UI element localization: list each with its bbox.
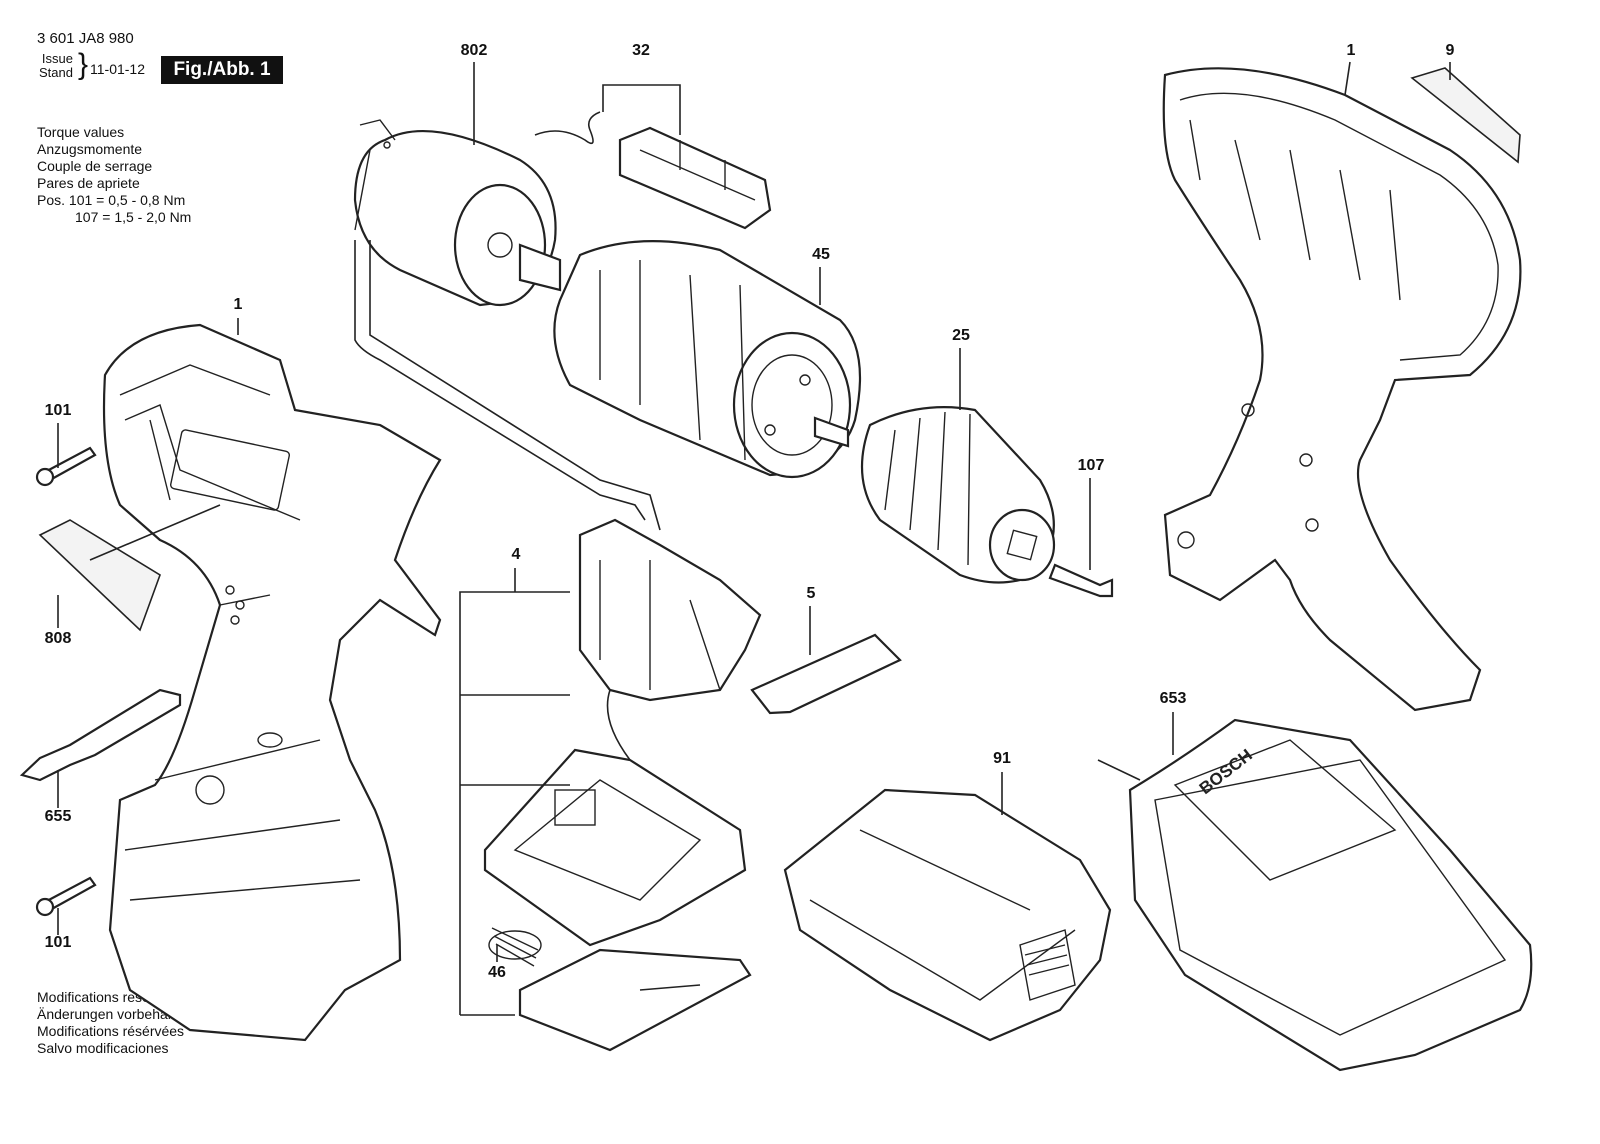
motor-part	[353, 119, 562, 307]
leader-line-1-right	[1344, 61, 1351, 96]
callout-107: 107	[1077, 457, 1105, 474]
modifications-line: Änderungen vorbehalten	[37, 1006, 191, 1022]
callout-45: 45	[812, 246, 830, 263]
spring-46-part	[488, 927, 542, 967]
callout-1-right: 1	[1346, 42, 1356, 59]
screw-107	[1048, 563, 1114, 598]
battery-plate-part	[518, 948, 752, 1052]
slide-5-part	[750, 633, 902, 715]
callout-bracket-4	[459, 591, 570, 1016]
housing-right-part	[1162, 67, 1522, 712]
callout-46: 46	[488, 964, 506, 981]
torque-line: Torque values	[37, 124, 125, 140]
callout-bracket-32	[602, 84, 681, 135]
figure-label: Fig./Abb. 1	[161, 56, 283, 84]
callout-5: 5	[806, 585, 816, 602]
callout-101-top: 101	[44, 402, 72, 419]
callout-802: 802	[460, 42, 488, 59]
leader-line-808	[57, 504, 221, 628]
issue-label-de: Stand	[39, 65, 73, 80]
callout-91: 91	[993, 750, 1011, 767]
callout-808: 808	[44, 630, 72, 647]
torque-line: Pares de apriete	[37, 175, 140, 191]
modifications-block: Modifications reserved Änderungen vorbeh…	[37, 989, 190, 1057]
callout-4: 4	[511, 546, 521, 563]
modifications-line: Modifications résérvées	[37, 1023, 185, 1039]
callout-101-bottom: 101	[44, 934, 72, 951]
battery-91-part	[783, 788, 1112, 1042]
modifications-line: Salvo modificaciones	[37, 1040, 169, 1056]
screw-101-bottom	[35, 876, 97, 917]
battery-terminal-part	[483, 748, 747, 947]
torque-line: Couple de serrage	[37, 158, 153, 174]
motor-wires	[354, 240, 661, 531]
issue-brace: }	[78, 48, 89, 81]
torque-pos-107: 107 = 1,5 - 2,0 Nm	[75, 209, 192, 225]
chuck-part	[860, 406, 1056, 584]
callout-25: 25	[952, 327, 970, 344]
housing-left-part	[102, 323, 442, 1042]
callout-653: 653	[1159, 690, 1187, 707]
charger-653-part	[1097, 718, 1533, 1072]
issue-date: 11-01-12	[90, 61, 146, 77]
torque-pos-101: Pos. 101 = 0,5 - 0,8 Nm	[37, 192, 186, 208]
document-code: 3 601 JA8 980	[37, 30, 134, 47]
bit-655-part	[19, 688, 182, 782]
screw-101-top	[35, 446, 97, 487]
issue-label-en: Issue	[41, 51, 73, 66]
torque-values-block: Torque values Anzugsmomente Couple de se…	[37, 124, 191, 226]
issue-label: Issue Stand	[39, 52, 73, 80]
callout-9: 9	[1445, 42, 1455, 59]
callout-32: 32	[632, 42, 650, 59]
callout-1-left: 1	[233, 296, 243, 313]
gearbox-part	[553, 240, 862, 479]
slide-switch-part	[534, 111, 772, 230]
torque-line: Anzugsmomente	[37, 141, 143, 157]
callout-655: 655	[44, 808, 72, 825]
label-808-part	[38, 519, 161, 632]
label-9-part	[1410, 67, 1521, 164]
